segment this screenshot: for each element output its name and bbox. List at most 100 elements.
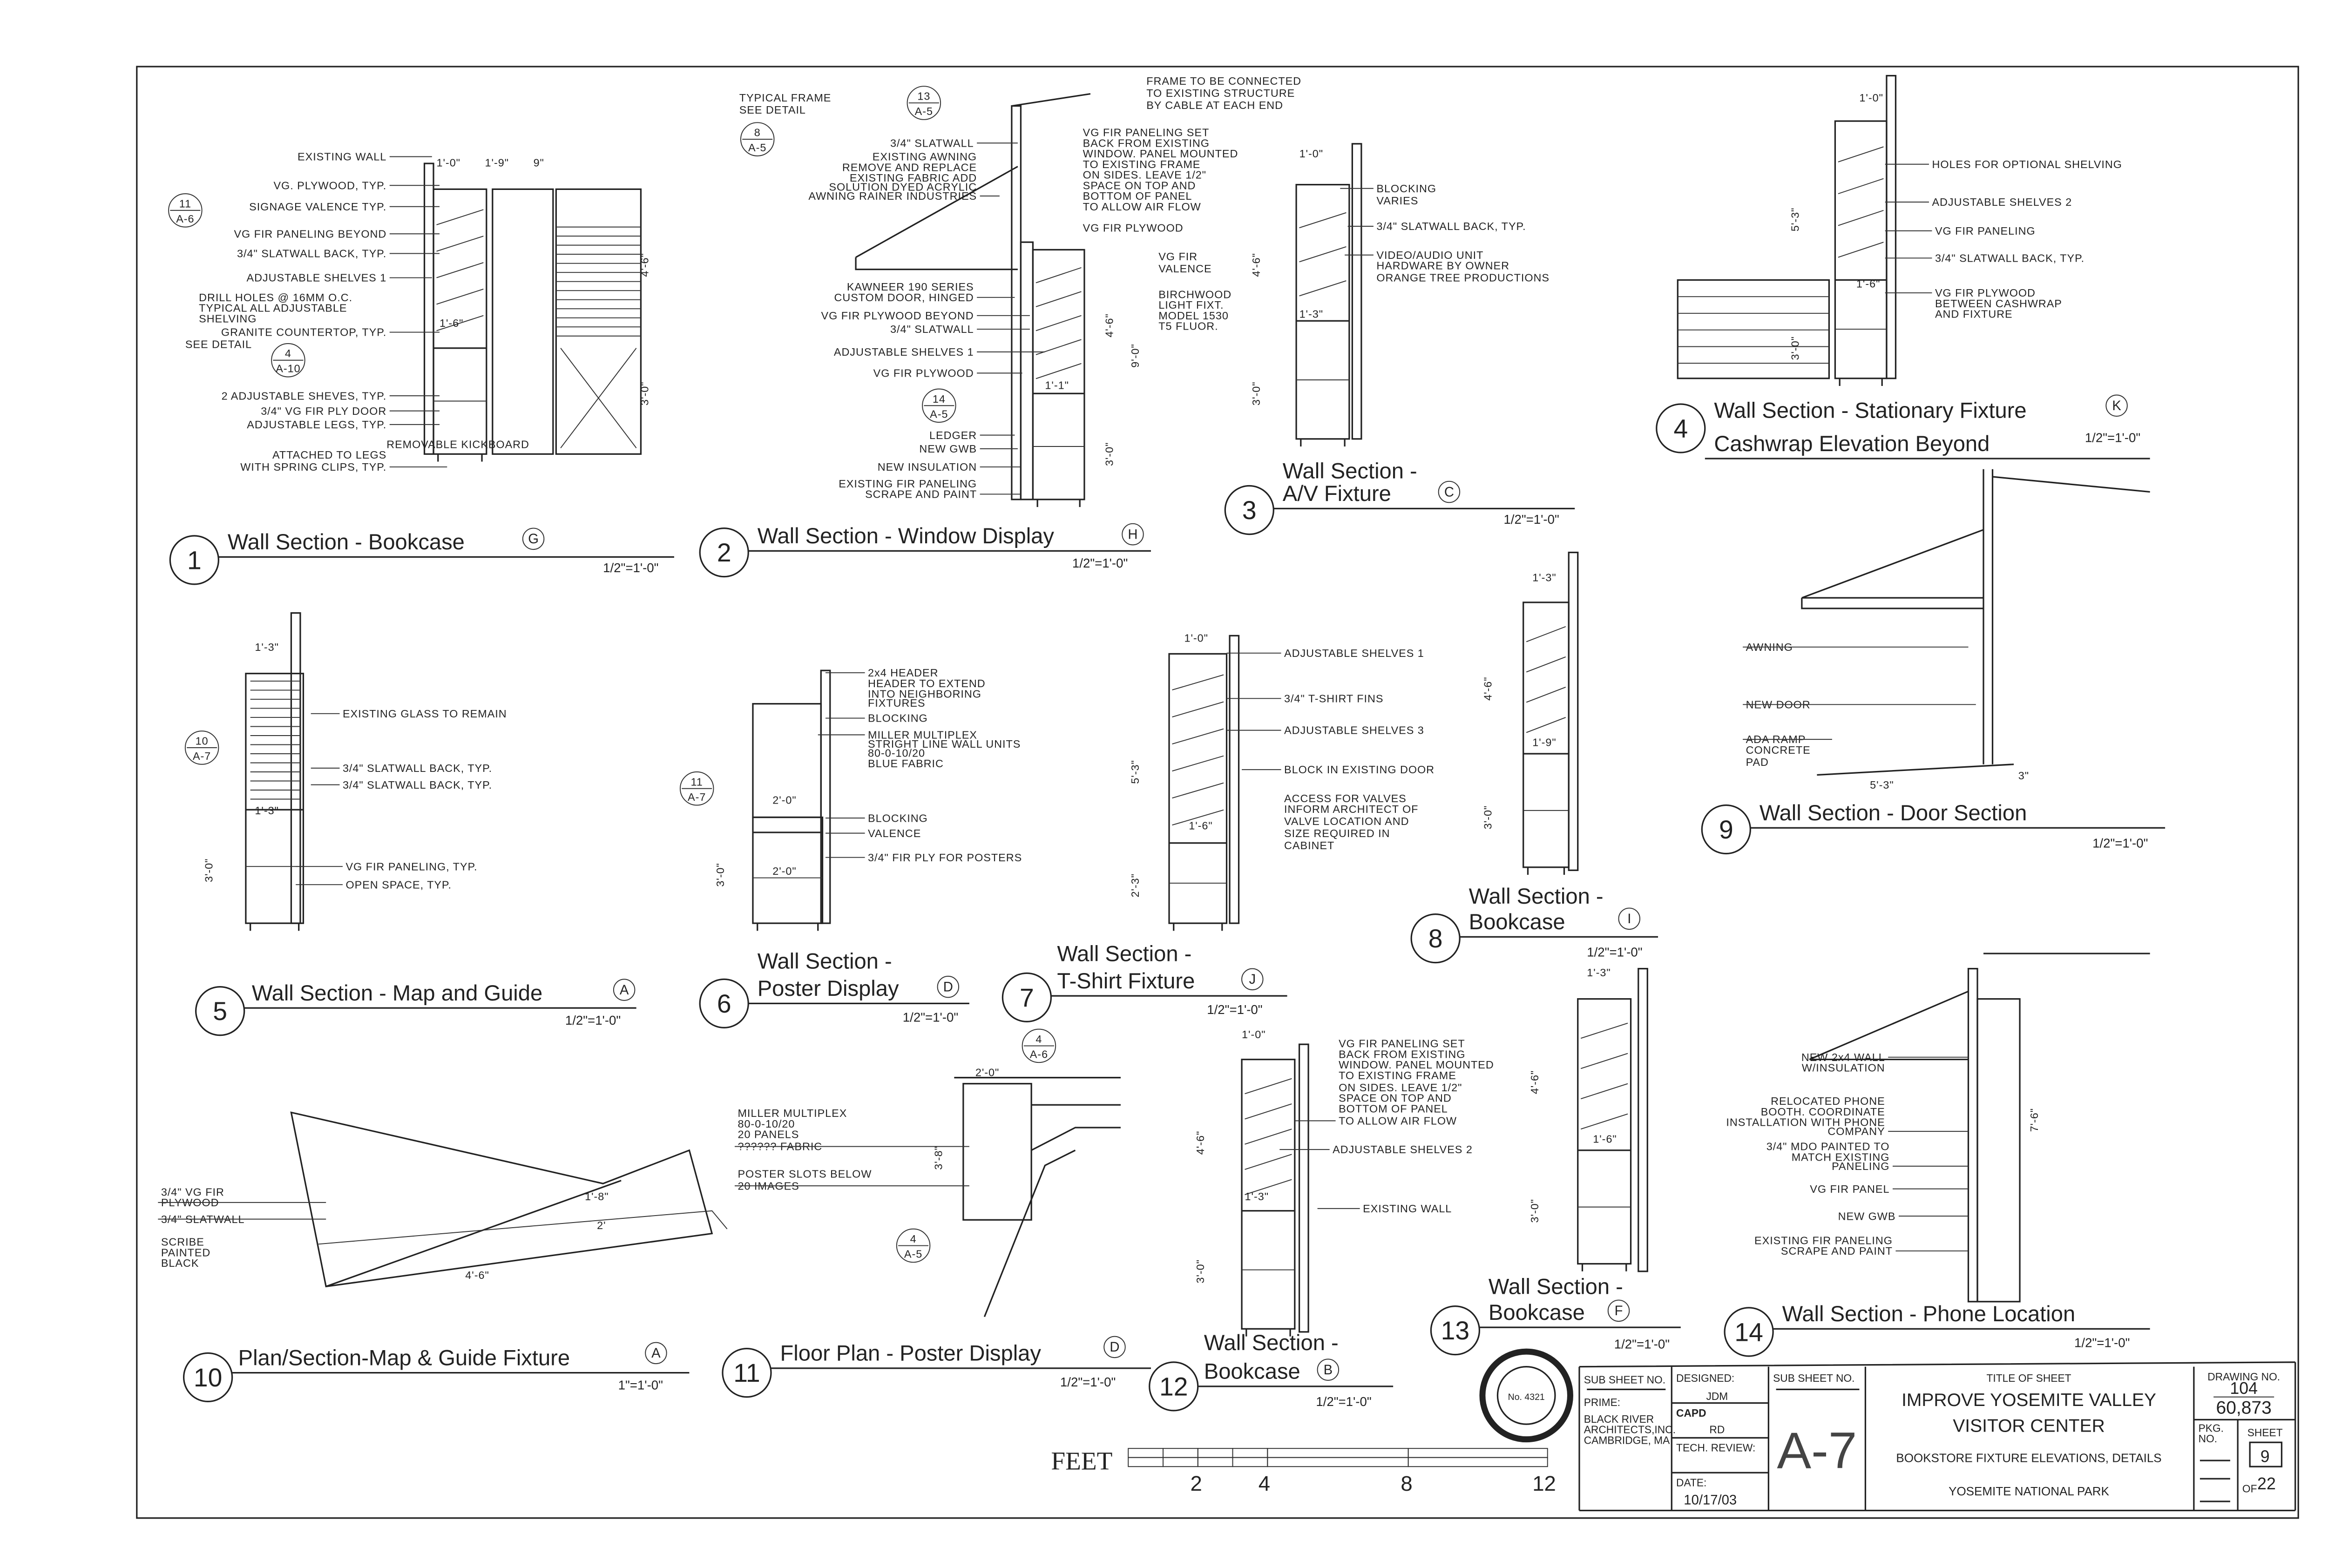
- annotation-label: HARDWARE BY OWNER: [1376, 260, 1509, 272]
- callout-detail: 8: [754, 127, 761, 139]
- annotation-label: CABINET: [1284, 839, 1334, 852]
- callout-detail: 11: [179, 197, 191, 210]
- scale-bar-segment: [1232, 1448, 1268, 1458]
- annotation-label: VG FIR PANELING BEYOND: [234, 228, 386, 240]
- annotation-label: MATCH EXISTING: [1792, 1151, 1890, 1163]
- fixture-ref-circle: [2105, 394, 2128, 417]
- annotation-label: NEW GWB: [1838, 1210, 1896, 1222]
- bookcase-section: [1577, 998, 1632, 1271]
- designed-label: DESIGNED:: [1676, 1372, 1734, 1384]
- detail-number-circle: [1701, 804, 1751, 855]
- annotation-label: SEE DETAIL: [185, 338, 252, 351]
- detail-title: Wall Section - Window Display: [758, 523, 1055, 548]
- sheet-border: [136, 66, 2299, 1519]
- scale-bar-segment: [1408, 1457, 1548, 1467]
- scale-bar-segment: [1197, 1457, 1233, 1467]
- detail-title: Bookcase: [1469, 909, 1565, 934]
- annotation-label: VALVE LOCATION AND: [1284, 815, 1409, 827]
- detail-number: 2: [717, 538, 731, 567]
- detail-scale: 1/2"=1'-0": [565, 1013, 621, 1027]
- callout-sheet: A-5: [904, 1248, 922, 1260]
- annotation-label: 3/4" SLATWALL: [890, 137, 974, 149]
- fixture-ref-circle: [613, 979, 636, 1001]
- callout-sheet: A-10: [276, 363, 300, 375]
- existing-wall: [1011, 105, 1022, 500]
- detail-scale: 1/2"=1'-0": [603, 561, 658, 575]
- dimension-label: 1'-3": [255, 804, 278, 817]
- detail-scale: 1/2"=1'-0": [2092, 836, 2148, 851]
- annotation-label: ADJUSTABLE SHELVES 3: [1284, 724, 1424, 737]
- detail-scale: 1/2"=1'-0": [1207, 1002, 1262, 1017]
- annotation-label: VG FIR PANEL: [1810, 1183, 1889, 1195]
- dimension-label: 1'-8": [585, 1190, 609, 1203]
- annotation-label: FIXTURES: [868, 697, 925, 709]
- annotation-label: VARIES: [1376, 195, 1418, 207]
- annotation-label: PANELING: [1832, 1160, 1889, 1172]
- scale-bar-segment: [1197, 1448, 1233, 1458]
- detail-title: Wall Section -: [1489, 1274, 1623, 1299]
- fixture-ref-circle: [1241, 968, 1264, 991]
- annotation-label: 3/4" SLATWALL BACK, TYP.: [343, 762, 492, 774]
- callout-sheet: A-7: [193, 750, 211, 762]
- scale-bar-segment: [1163, 1457, 1198, 1467]
- callout-detail: 14: [933, 393, 946, 405]
- callout-sheet: A-7: [688, 791, 706, 803]
- callout-sheet: A-5: [748, 142, 766, 154]
- scale-bar-segment: [1128, 1457, 1164, 1467]
- dimension-label: 1'-1": [1045, 379, 1069, 391]
- annotation-label: INFORM ARCHITECT OF: [1284, 803, 1418, 815]
- annotation-label: EXISTING WALL: [298, 151, 386, 163]
- annotation-label: 80-0-10/20: [738, 1118, 795, 1130]
- detail-title: Wall Section -: [1469, 884, 1604, 908]
- fixture-ref: A: [620, 983, 629, 998]
- annotation-label: CONCRETE: [1746, 744, 1811, 756]
- title-block: SUB SHEET NO. PRIME: BLACK RIVER ARCHITE…: [1578, 1361, 2296, 1512]
- annotation-label: KAWNEER 190 SERIES: [847, 281, 974, 293]
- fixture-ref-circle: [522, 527, 545, 550]
- fixture-ref-circle: [1438, 480, 1461, 503]
- annotation-label: ADJUSTABLE SHELVES 2: [1333, 1143, 1473, 1156]
- callout-detail: 4: [285, 347, 291, 359]
- callout-sheet: A-5: [930, 408, 948, 420]
- pkg-label: NO.: [2199, 1433, 2217, 1445]
- scale-bar-tick: 12: [1532, 1472, 1556, 1495]
- fixture-ref-circle: [1317, 1358, 1340, 1381]
- drawing-no-2: 60,873: [2216, 1398, 2272, 1418]
- section-callout: 11A-7: [679, 771, 714, 806]
- annotation-label: BACK FROM EXISTING: [1339, 1048, 1465, 1060]
- annotation-label: NEW 2x4 WALL: [1801, 1051, 1885, 1063]
- dimension-label: 5'-3": [1870, 779, 1894, 791]
- scale-bar-tick: 8: [1401, 1472, 1412, 1495]
- drawing-no: 104: [2230, 1379, 2258, 1398]
- dimension-label: 1'-3": [1587, 966, 1611, 979]
- map-guide-plan: [290, 1111, 713, 1288]
- annotation-label: SPACE ON TOP AND: [1083, 179, 1196, 191]
- bookcase-section: [1241, 1059, 1296, 1337]
- annotation-label: BOTTOM OF PANEL: [1339, 1102, 1448, 1115]
- annotation-label: VG. PLYWOOD, TYP.: [273, 179, 386, 191]
- detail-13-annotations: 1'-3"4'-6"1'-6"3'-0": [1529, 966, 1617, 1223]
- bookcase-section: [1523, 602, 1570, 875]
- annotation-label: BOOTH. COORDINATE: [1761, 1106, 1885, 1118]
- callout-sheet: A-6: [1030, 1048, 1048, 1060]
- annotation-label: ON SIDES. LEAVE 1/2": [1339, 1081, 1462, 1094]
- detail-number-circle: [1430, 1305, 1481, 1356]
- date-value: 10/17/03: [1684, 1493, 1737, 1507]
- dimension-label: 2': [597, 1219, 606, 1231]
- scale-bar-unit: FEET: [1051, 1447, 1112, 1475]
- dimension-label: 1'-0": [1242, 1028, 1266, 1041]
- fixture-ref: H: [1128, 527, 1137, 542]
- annotation-label: SCRAPE AND PAINT: [1781, 1245, 1893, 1257]
- annotation-label: BLACK: [161, 1257, 199, 1269]
- detail-title: Wall Section -: [1057, 941, 1191, 966]
- detail-7-annotations: 1'-0"ADJUSTABLE SHELVES 13/4" T-SHIRT FI…: [1129, 632, 1434, 897]
- annotation-label: LIGHT FIXT.: [1158, 299, 1224, 311]
- section-callouts: 13A-58A-511A-64A-1014A-510A-711A-74A-64A…: [168, 86, 1056, 1263]
- map-guide-section: [245, 673, 305, 931]
- dimension-label: 1'-0": [1299, 148, 1323, 160]
- annotation-label: HEADER TO EXTEND: [868, 677, 986, 689]
- detail-scale: 1/2"=1'-0": [1614, 1337, 1670, 1352]
- detail-number-circle: [195, 986, 245, 1036]
